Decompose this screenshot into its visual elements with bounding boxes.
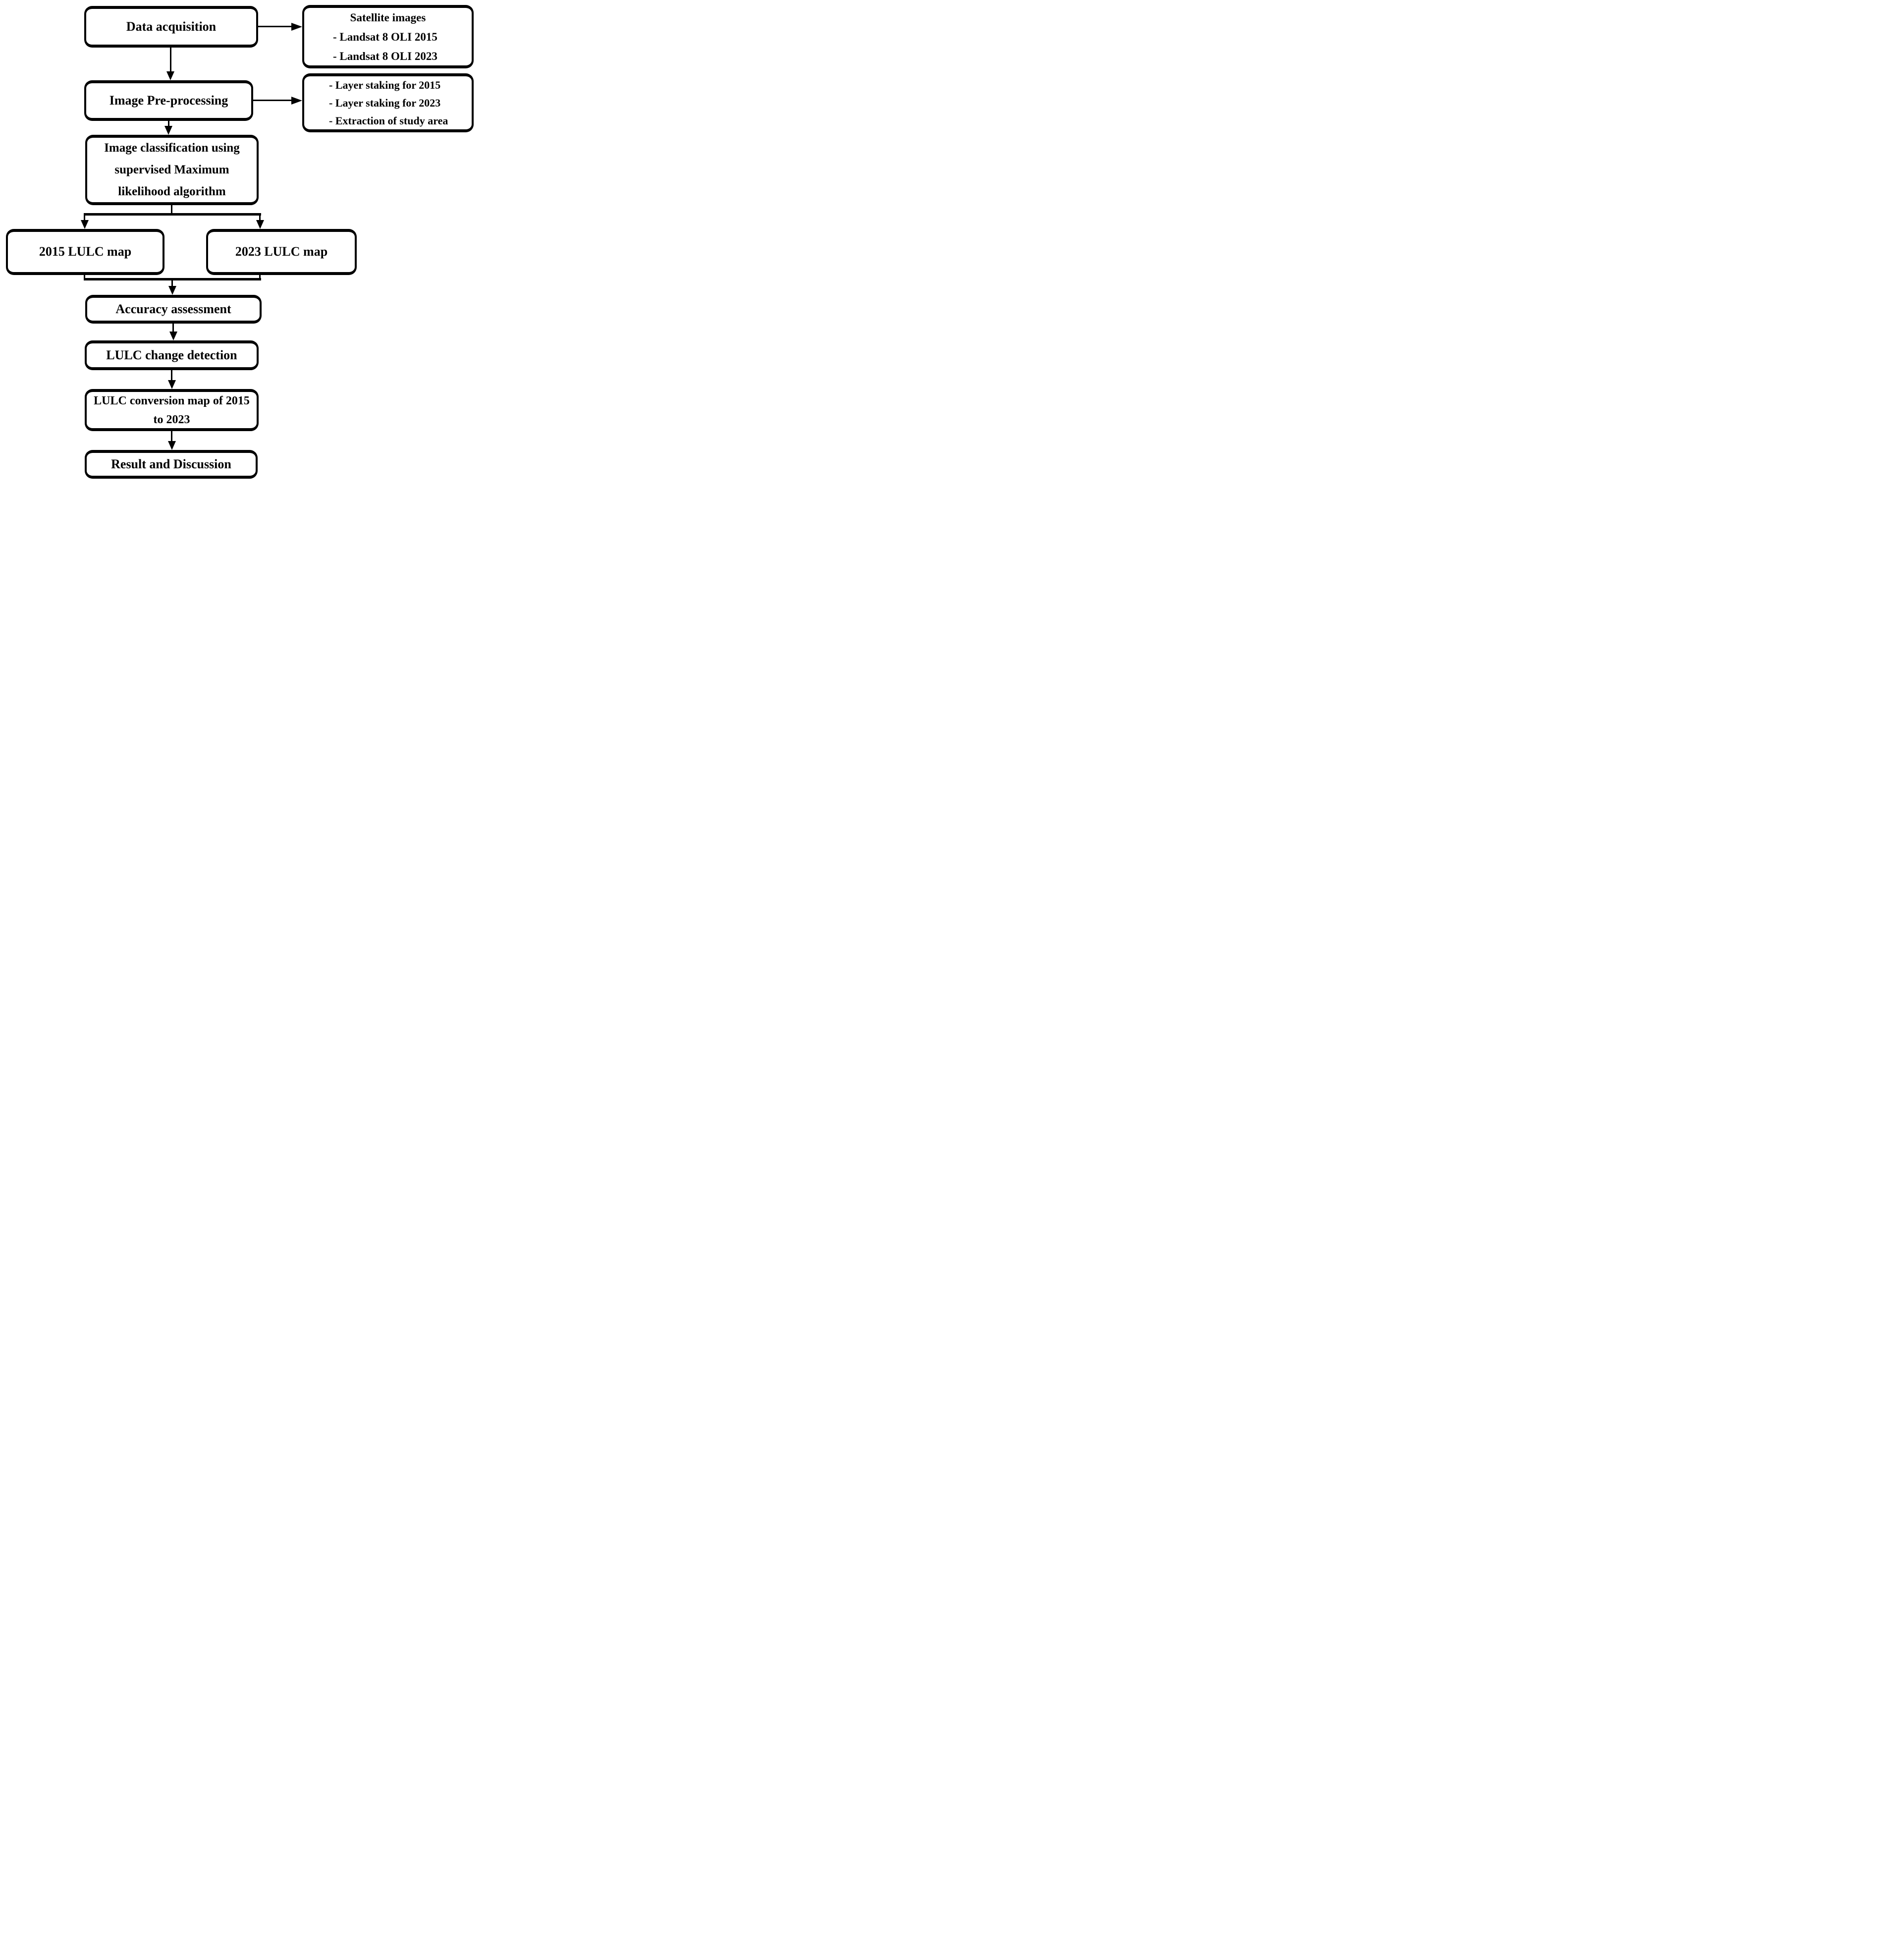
flowchart-canvas: Data acquisition Satellite images - Land… [0,0,476,486]
connector-accuracy-to-changedetection-arrowhead-icon [169,332,177,340]
split-bar [84,213,261,216]
node-image-preprocessing: Image Pre-processing [84,80,253,121]
node-preprocessing-output-2: - Layer staking for 2023 [329,96,441,109]
connector-preprocessing-to-classification-arrowhead-icon [164,126,172,135]
node-preprocessing-output-3: - Extraction of study area [329,114,448,127]
node-image-classification-line-1: Image classification using [104,141,240,155]
node-data-acquisition: Data acquisition [84,6,258,48]
merge-left-line [84,275,85,278]
merge-stem-line [171,280,173,286]
node-lulc-map-2023-label: 2023 LULC map [235,244,328,259]
node-satellite-images-title: Satellite images [350,11,426,24]
node-image-preprocessing-label: Image Pre-processing [109,93,228,108]
connector-changedetection-to-conversion-line [171,370,172,380]
node-satellite-images: Satellite images - Landsat 8 OLI 2015 - … [302,5,474,68]
merge-arrowhead-icon [168,286,176,295]
split-left-arrowhead-icon [81,220,89,229]
connector-conversion-to-result-line [171,431,172,441]
connector-acquisition-to-preprocessing-arrowhead-icon [166,71,174,80]
connector-acquisition-to-satellite-arrowhead-icon [291,23,302,31]
node-result-discussion-label: Result and Discussion [111,456,231,471]
connector-preprocessing-to-outputs-line [253,100,291,101]
node-image-classification-line-2: supervised Maximum [114,163,229,176]
node-data-acquisition-label: Data acquisition [126,19,217,34]
split-right-line [259,216,261,220]
connector-preprocessing-to-outputs-arrowhead-icon [291,97,302,105]
node-lulc-conversion-map-line-1: LULC conversion map of 2015 [94,394,250,407]
node-lulc-map-2015-label: 2015 LULC map [39,244,132,259]
node-preprocessing-outputs: - Layer staking for 2015 - Layer staking… [302,73,474,132]
node-image-classification: Image classification using supervised Ma… [85,135,259,205]
connector-conversion-to-result-arrowhead-icon [168,441,176,450]
split-stem-line [171,205,172,213]
connector-accuracy-to-changedetection-line [172,324,174,332]
node-accuracy-assessment-label: Accuracy assessment [115,301,231,316]
node-image-classification-line-3: likelihood algorithm [118,185,226,198]
node-satellite-images-item-2023: - Landsat 8 OLI 2023 [333,50,437,62]
node-lulc-map-2015: 2015 LULC map [6,229,164,275]
node-satellite-images-item-2015: - Landsat 8 OLI 2015 [333,30,437,43]
connector-preprocessing-to-classification-line [168,121,169,126]
node-preprocessing-output-1: - Layer staking for 2015 [329,78,441,91]
merge-right-line [259,275,261,278]
node-lulc-conversion-map: LULC conversion map of 2015 to 2023 [85,389,259,431]
node-lulc-change-detection: LULC change detection [85,340,259,370]
split-left-line [84,216,85,220]
merge-bar [84,278,261,280]
connector-changedetection-to-conversion-arrowhead-icon [168,380,176,389]
node-lulc-map-2023: 2023 LULC map [206,229,357,275]
connector-acquisition-to-preprocessing-line [170,48,171,71]
node-lulc-change-detection-label: LULC change detection [106,347,237,362]
connector-acquisition-to-satellite-line [258,26,291,27]
node-result-discussion: Result and Discussion [85,450,258,479]
node-lulc-conversion-map-line-2: to 2023 [153,413,190,426]
split-right-arrowhead-icon [256,220,264,229]
node-accuracy-assessment: Accuracy assessment [85,295,262,324]
